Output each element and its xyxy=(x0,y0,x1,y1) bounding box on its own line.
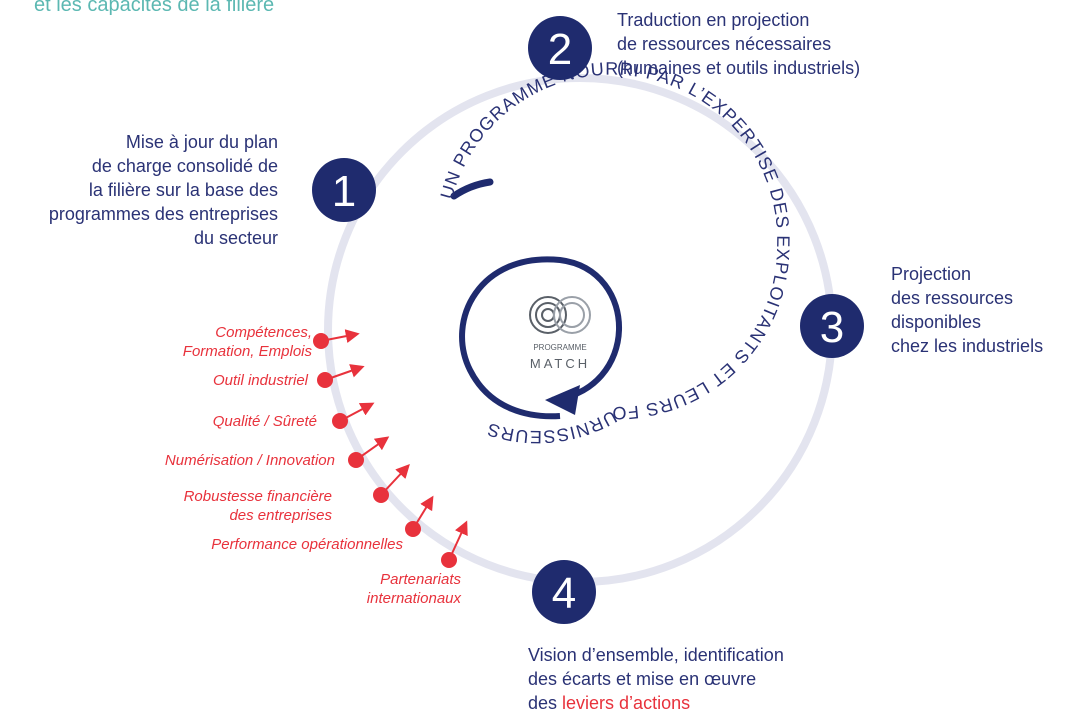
svg-text:PROGRAMME: PROGRAMME xyxy=(533,343,586,352)
step-4-badge: 4 xyxy=(532,560,596,624)
svg-text:3: 3 xyxy=(820,303,844,352)
svg-text:1: 1 xyxy=(332,167,356,216)
lever-performance: Performance opérationnelles xyxy=(211,536,403,553)
svg-text:MATCH: MATCH xyxy=(530,356,590,371)
step-3-text: Projection des ressources disponibles ch… xyxy=(891,264,1044,356)
step-2-badge: 2 xyxy=(528,16,592,80)
lever-competences: Compétences,Formation, Emplois xyxy=(182,324,312,360)
match-logo: PROGRAMME MATCH xyxy=(529,296,591,371)
step-2-text: Traduction en projection de ressources n… xyxy=(617,10,861,78)
header-text: et les capacités de la filière xyxy=(34,0,275,16)
inner-loop xyxy=(459,256,622,420)
step-4-text: Vision d’ensemble, identification des éc… xyxy=(528,645,784,713)
lever-markers xyxy=(313,329,468,568)
lever-numerisation: Numérisation / Innovation xyxy=(164,452,335,469)
step-3-badge: 3 xyxy=(800,294,864,358)
lever-qualite: Qualité / Sûreté xyxy=(212,413,317,430)
spiral-arrow xyxy=(450,178,494,200)
svg-text:2: 2 xyxy=(548,25,572,74)
lever-outil: Outil industriel xyxy=(212,372,308,389)
inner-loop-arrowhead xyxy=(545,385,580,415)
spiral-text: UN PROGRAMME NOURRI PAR L’EXPERTISE DES … xyxy=(436,59,793,447)
step-1-text: Mise à jour du plan de charge consolidé … xyxy=(48,132,278,248)
step-1-badge: 1 xyxy=(312,158,376,222)
levers-highlight: leviers d’actions xyxy=(562,693,691,713)
svg-text:4: 4 xyxy=(552,569,576,618)
